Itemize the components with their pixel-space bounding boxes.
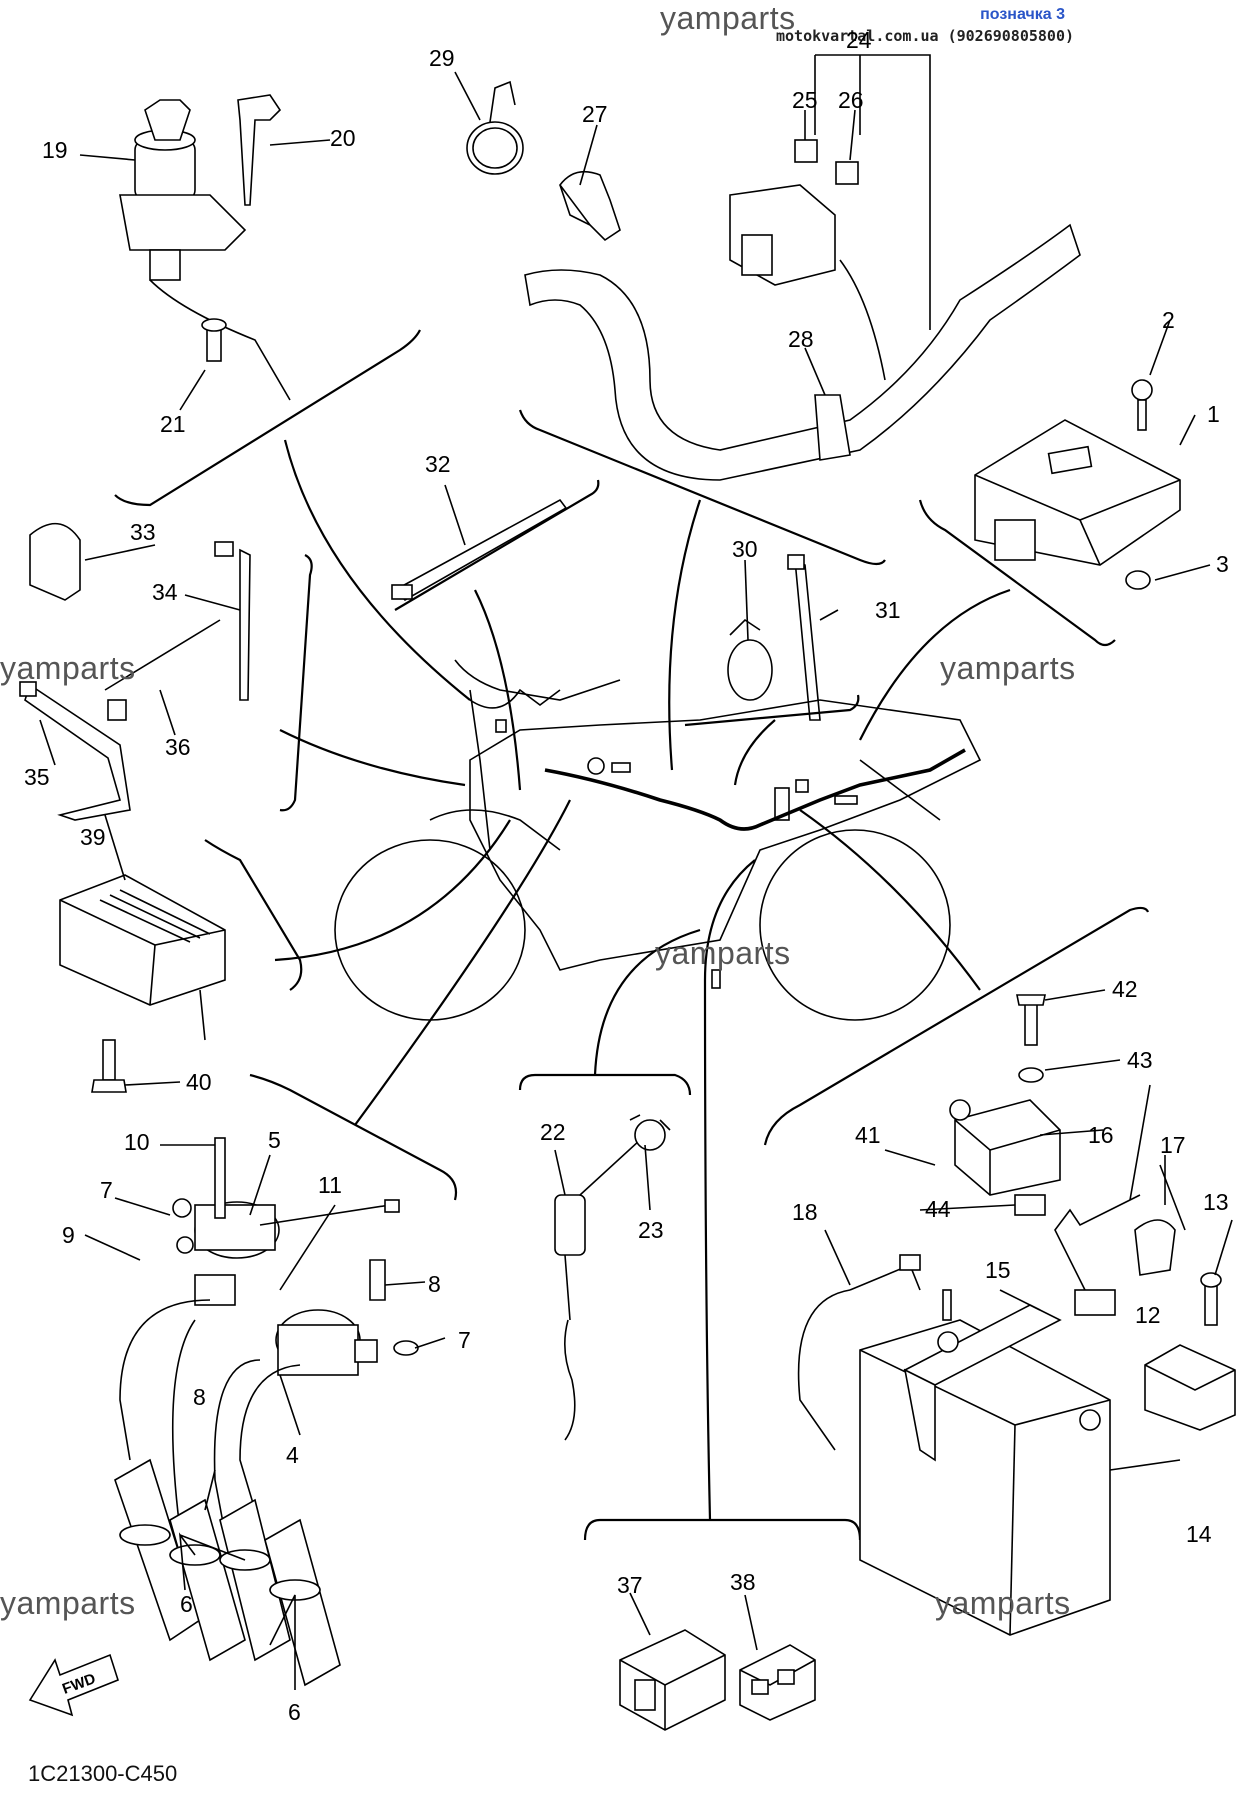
- callout-17: 17: [1160, 1132, 1186, 1158]
- fuse-box-and-tube: [524, 139, 1081, 481]
- watermark-left-mid: yamparts: [0, 650, 136, 686]
- callout-13: 13: [1203, 1189, 1229, 1215]
- callout-19: 19: [42, 137, 68, 163]
- callout-10: 10: [124, 1129, 150, 1155]
- callout-23: 23: [638, 1217, 664, 1243]
- watermark-bottom-left: yamparts: [0, 1585, 136, 1621]
- callout-31: 31: [875, 597, 901, 623]
- callout-21: 21: [160, 411, 186, 437]
- callout-7a: 7: [100, 1177, 113, 1203]
- callout-26: 26: [838, 87, 864, 113]
- starter-relay: [949, 994, 1061, 1216]
- callout-2: 2: [1162, 307, 1175, 333]
- callout-25: 25: [792, 87, 818, 113]
- relays-37-38: [619, 1629, 816, 1731]
- callout-29: 29: [429, 45, 455, 71]
- callout-4: 4: [286, 1442, 299, 1468]
- rectifier-regulator: [59, 874, 226, 1093]
- watermark-right-mid: yamparts: [940, 650, 1076, 686]
- callout-28: 28: [788, 326, 814, 352]
- callout-16: 16: [1088, 1122, 1114, 1148]
- callout-34: 34: [152, 579, 178, 605]
- callout-5: 5: [268, 1127, 281, 1153]
- callout-35: 35: [24, 764, 50, 790]
- callout-33: 33: [130, 519, 156, 545]
- callout-41: 41: [855, 1122, 881, 1148]
- ignition-switch-group: [119, 94, 291, 401]
- callout-15: 15: [985, 1257, 1011, 1283]
- watermark-center: yamparts: [655, 935, 791, 971]
- callout-32: 32: [425, 451, 451, 477]
- callout-11: 11: [318, 1172, 342, 1198]
- battery-group: [797, 1194, 1236, 1636]
- callout-18: 18: [792, 1199, 818, 1225]
- callout-7b: 7: [458, 1327, 471, 1353]
- diagram-code: 1C21300-C450: [28, 1761, 178, 1786]
- callout-38: 38: [730, 1569, 756, 1595]
- callout-22: 22: [540, 1119, 566, 1145]
- forward-arrow: FWD: [28, 1653, 119, 1717]
- callout-43: 43: [1127, 1047, 1153, 1073]
- callout-14: 14: [1186, 1521, 1212, 1547]
- callout-39: 39: [80, 824, 106, 850]
- callout-30: 30: [732, 536, 758, 562]
- watermark-top: yamparts: [660, 0, 796, 36]
- header-title: позначка 3: [980, 6, 1065, 23]
- callout-numbers: 1 2 3 4 5 6 6 7 7 8 8 9 10 11 12 13 14 1…: [24, 27, 1229, 1725]
- leader-lines: [274, 439, 1011, 1521]
- callout-8a: 8: [428, 1271, 441, 1297]
- neutral-switch: [554, 1114, 671, 1441]
- callout-8b: 8: [193, 1384, 206, 1410]
- section-dividers: [114, 329, 1150, 1541]
- callout-9: 9: [62, 1222, 75, 1248]
- header-site: motokvartal.com.ua (902690805800): [775, 27, 1074, 45]
- callout-40: 40: [186, 1069, 212, 1095]
- watermark-bottom-right: yamparts: [935, 1585, 1071, 1621]
- callout-6a: 6: [180, 1591, 193, 1617]
- callout-leaders: [39, 54, 1233, 1690]
- callout-27: 27: [582, 101, 608, 127]
- cable-ties: [19, 498, 821, 821]
- clamp-parts: [466, 80, 621, 242]
- callout-42: 42: [1112, 976, 1138, 1002]
- main-wire-harness: [544, 748, 966, 831]
- callout-24: 24: [846, 27, 872, 53]
- callout-3: 3: [1216, 551, 1229, 577]
- callout-12: 12: [1135, 1302, 1161, 1328]
- ecu-group: [974, 379, 1181, 590]
- callout-44: 44: [925, 1196, 951, 1222]
- ignition-coils: [114, 1137, 419, 1687]
- callout-36: 36: [165, 734, 191, 760]
- callout-37: 37: [617, 1572, 643, 1598]
- callout-6b: 6: [288, 1699, 301, 1725]
- callout-1: 1: [1207, 401, 1220, 427]
- callout-20: 20: [330, 125, 356, 151]
